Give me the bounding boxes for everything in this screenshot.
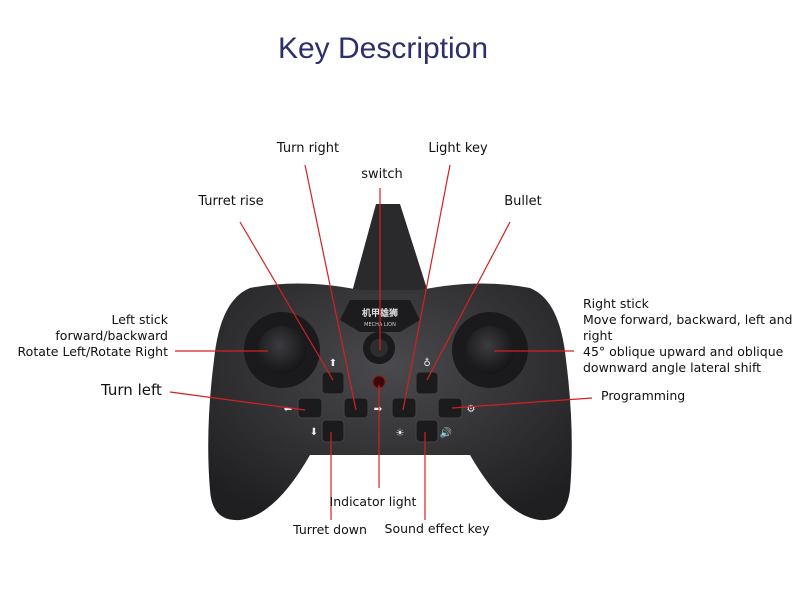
turn-left-button xyxy=(297,397,323,419)
label-light-key: Light key xyxy=(428,141,488,156)
label-sound-effect-key: Sound effect key xyxy=(384,521,490,536)
left-stick[interactable] xyxy=(244,312,320,388)
right-stick-line: Right stick xyxy=(583,296,649,311)
label-switch: switch xyxy=(361,167,403,182)
left-stick-line: forward/backward xyxy=(55,328,168,343)
speaker-icon: 🔊 xyxy=(440,426,452,439)
right-stick-line: Move forward, backward, left and xyxy=(583,312,793,327)
label-indicator-light: Indicator light xyxy=(329,494,417,509)
sound-effect-button xyxy=(415,419,439,443)
turret-rise-button xyxy=(321,371,345,395)
page-title: Key Description xyxy=(277,32,489,65)
label-left-stick: Left stick forward/backward Rotate Left/… xyxy=(18,312,168,360)
label-turn-left: Turn left xyxy=(101,381,162,399)
label-programming: Programming xyxy=(601,388,686,403)
power-switch[interactable] xyxy=(363,332,395,364)
left-stick-line: Rotate Left/Rotate Right xyxy=(17,344,168,359)
bulb-icon: ☀ xyxy=(396,428,405,439)
bullet-icon: ♁ xyxy=(423,357,430,369)
right-stick-line: downward angle lateral shift xyxy=(583,360,762,375)
label-right-stick: Right stick Move forward, backward, left… xyxy=(583,296,793,376)
bullet-button xyxy=(415,371,439,395)
right-stick-line: right xyxy=(583,328,613,343)
left-arrow-icon: ⬅ xyxy=(284,404,292,415)
right-stick-line: 45° oblique upward and oblique xyxy=(583,344,784,359)
right-arrow-icon: ➡ xyxy=(374,404,383,415)
light-key-button xyxy=(391,397,417,419)
antenna xyxy=(352,204,428,292)
programming-icon: ⚙ xyxy=(467,404,476,415)
programming-button xyxy=(437,397,463,419)
left-stick-line: Left stick xyxy=(111,312,169,327)
right-stick[interactable] xyxy=(452,312,528,388)
turret-down-button xyxy=(321,419,345,443)
down-arrow-icon: ⬇ xyxy=(310,427,318,438)
label-turn-right: Turn right xyxy=(276,141,340,156)
label-turret-rise: Turret rise xyxy=(198,194,264,209)
leader-lines xyxy=(169,164,593,520)
label-turret-down: Turret down xyxy=(293,522,367,537)
up-arrow-icon: ⬆ xyxy=(329,358,337,369)
label-bullet: Bullet xyxy=(504,194,542,209)
